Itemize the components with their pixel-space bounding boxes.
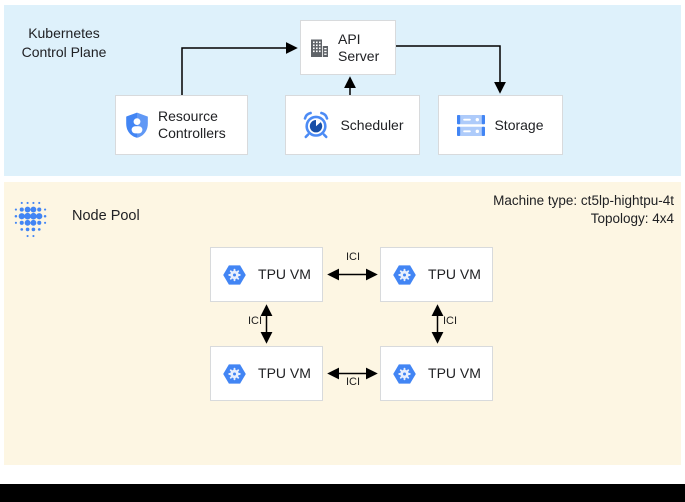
machine-type-text: Machine type: ct5lp-hightpu-4t [493, 193, 674, 208]
tpu-hexagon-icon [392, 363, 417, 385]
node-label: Scheduler [340, 116, 404, 133]
node-label: TPU VM [258, 266, 311, 282]
building-icon [308, 37, 330, 59]
node-pool-label: Node Pool [72, 208, 140, 224]
tpu-hexagon-icon [392, 264, 417, 286]
node-label: TPU VM [428, 266, 481, 282]
node-resource-controllers: Resource Controllers [115, 95, 248, 155]
ici-label-top: ICI [345, 251, 361, 263]
topology-text: Topology: 4x4 [590, 211, 674, 226]
node-scheduler: Scheduler [285, 95, 420, 155]
storage-disks-icon [457, 114, 486, 136]
ici-label-left: ICI [247, 315, 262, 327]
node-label: Storage [494, 116, 544, 133]
alarm-clock-icon [301, 110, 331, 140]
node-tpu-vm-top-left: TPU VM [210, 247, 323, 302]
control-plane-label: Kubernetes Control Plane [21, 25, 107, 60]
shield-user-icon [125, 112, 149, 138]
tpu-hexagon-icon [222, 264, 247, 286]
node-tpu-vm-bottom-right: TPU VM [380, 346, 493, 401]
node-label: API Server [338, 30, 380, 64]
node-tpu-vm-top-right: TPU VM [380, 247, 493, 302]
node-label: TPU VM [258, 365, 311, 381]
machine-info: Machine type: ct5lp-hightpu-4t Topology:… [493, 192, 674, 228]
node-pool-dots-icon [13, 200, 48, 245]
ici-label-right: ICI [443, 315, 458, 327]
node-label: Resource Controllers [158, 108, 226, 141]
tpu-hexagon-icon [222, 363, 247, 385]
node-tpu-vm-bottom-left: TPU VM [210, 346, 323, 401]
node-storage: Storage [438, 95, 563, 155]
node-label: TPU VM [428, 365, 481, 381]
node-pool-section [4, 182, 681, 465]
ici-label-bottom: ICI [345, 376, 361, 388]
node-api-server: API Server [300, 20, 396, 75]
window-bottom-bar [0, 484, 685, 502]
